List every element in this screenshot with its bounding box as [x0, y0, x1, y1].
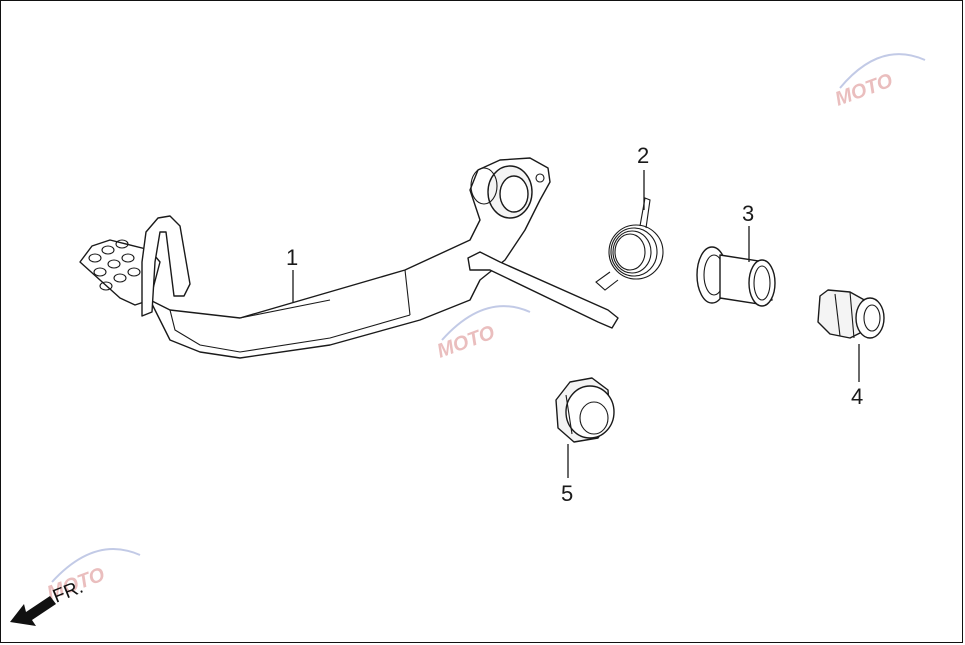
callout-5: 5: [561, 481, 573, 506]
callout-4: 4: [851, 384, 863, 409]
part-1-brake-pedal: [79, 157, 619, 359]
part-5-collar-nut: [555, 377, 615, 443]
watermark-text: MOTO: [832, 69, 896, 110]
callout-3: 3: [742, 201, 754, 226]
front-arrow-icon: [10, 596, 56, 626]
watermark-logo-top-right: MOTO: [832, 53, 926, 111]
callout-2: 2: [637, 143, 649, 168]
callout-1: 1: [286, 245, 298, 270]
watermark-logo-center: MOTO: [434, 305, 531, 363]
part-2-return-spring: [595, 197, 664, 291]
part-4-flanged-nut: [817, 289, 885, 339]
watermark-text: MOTO: [434, 321, 498, 362]
part-3-sleeve-bushing: [696, 246, 776, 307]
